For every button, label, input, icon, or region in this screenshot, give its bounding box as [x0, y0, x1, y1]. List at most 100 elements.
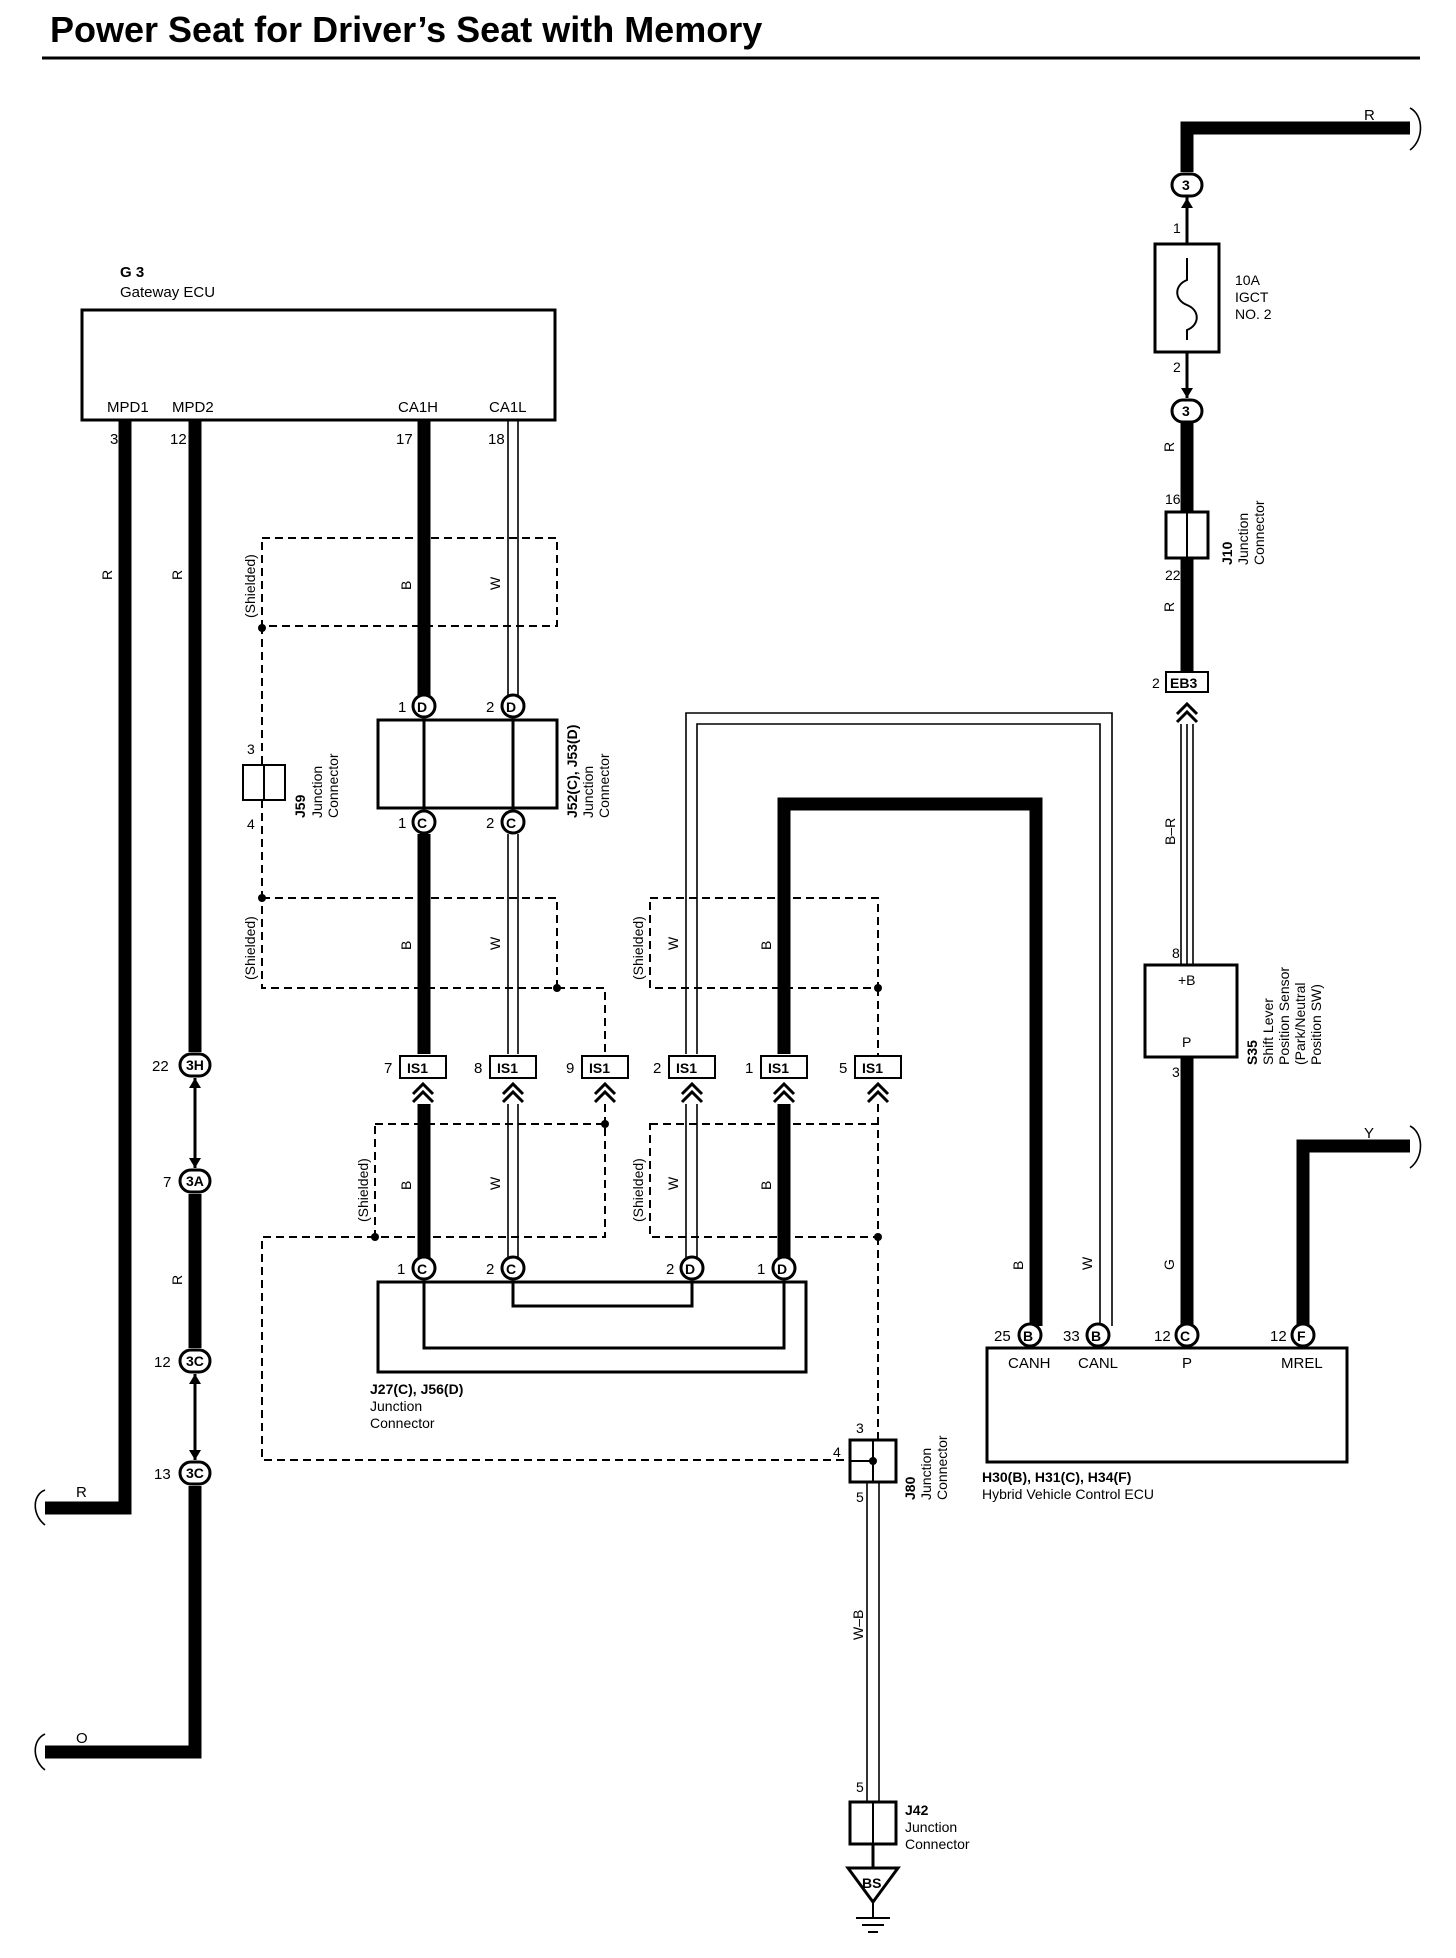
is1-connector-2: IS1 2 — [653, 1055, 716, 1104]
shield-4 — [374, 1123, 606, 1238]
fuse-arrow-top — [1181, 198, 1193, 208]
wire-label-left-o: O — [76, 1730, 88, 1747]
is1-9-label: IS1 — [589, 1060, 610, 1076]
j27-bus-2 — [511, 1282, 694, 1308]
wire-break-supply-r — [1409, 107, 1422, 151]
wire-break-y — [1409, 1125, 1422, 1169]
wire-mpd2-bottom — [45, 1486, 202, 1759]
s35-l4: Position SW) — [1308, 984, 1324, 1065]
is1-7-label: IS1 — [407, 1060, 428, 1076]
fuse-element — [1176, 258, 1198, 340]
connector-3h-pin: 22 — [152, 1058, 169, 1075]
wire-label-is1-8: W — [487, 1176, 503, 1190]
gateway-pin-mpd2: MPD2 — [172, 399, 214, 416]
j52-code: J52(C), J53(D) — [564, 725, 580, 818]
fuse-connector-top-label: 3 — [1182, 177, 1190, 193]
eb3-label: EB3 — [1170, 675, 1197, 691]
s35-pin-top: 8 — [1172, 945, 1180, 961]
wire-label-mpd2-mid: R — [169, 1275, 185, 1285]
connector-3a-pin: 7 — [163, 1174, 171, 1191]
gateway-pinnum-ca1l: 18 — [488, 431, 505, 448]
shield-dot-5 — [601, 1120, 609, 1128]
j52-top-num-2: 2 — [486, 699, 494, 716]
j10-l2: Connector — [1251, 500, 1267, 565]
j27-pin-2d: D 2 — [666, 1255, 705, 1281]
j27-num-1: 1 — [397, 1261, 405, 1278]
j27-num-2: 2 — [486, 1261, 494, 1278]
hv-pin-mrel: F 12 — [1270, 1322, 1316, 1348]
hv-pin-canh-letter: B — [1023, 1328, 1033, 1344]
hv-pin-canh-num: 25 — [994, 1328, 1011, 1345]
connector-3h-label: 3H — [186, 1057, 204, 1073]
is1-5-label: IS1 — [862, 1060, 883, 1076]
wire-break-left-o — [34, 1733, 46, 1771]
j52-top-letter-2: D — [506, 699, 516, 715]
j27-code: J27(C), J56(D) — [370, 1381, 463, 1397]
shield-dot-4 — [874, 984, 882, 992]
is1-2-label: IS1 — [676, 1060, 697, 1076]
shield-drain-main — [261, 1236, 850, 1461]
is1-8-label: IS1 — [497, 1060, 518, 1076]
j52-bottom-num-2: 2 — [486, 815, 494, 832]
j59-pin-top: 3 — [247, 741, 255, 757]
fuse-pin-bottom: 2 — [1173, 359, 1181, 375]
shield-2 — [261, 897, 558, 989]
j42-code: J42 — [905, 1802, 929, 1818]
hv-pin-canh: B 25 — [994, 1322, 1043, 1348]
gateway-pin-ca1h: CA1H — [398, 399, 438, 416]
gateway-pinnum-ca1h: 17 — [396, 431, 413, 448]
wire-supply-r — [1180, 121, 1410, 172]
j52-bottom-letter-1: C — [417, 815, 427, 831]
wire-label-is1-2: W — [665, 1176, 681, 1190]
hv-pin-canh-name: CANH — [1008, 1355, 1051, 1372]
wire-label-is1-7: B — [398, 1181, 414, 1190]
j27-pin-2c: C 2 — [486, 1255, 526, 1281]
wire-label-ca1l-top: W — [487, 576, 503, 590]
hv-pin-mrel-num: 12 — [1270, 1328, 1287, 1345]
arrows-3h-3a — [189, 1078, 201, 1168]
shield-1-label: (Shielded) — [242, 554, 258, 618]
j52-box — [376, 718, 559, 810]
j59-code: J59 — [292, 794, 308, 818]
j27-num-3: 2 — [666, 1261, 674, 1278]
hv-ecu-name: Hybrid Vehicle Control ECU — [982, 1486, 1154, 1502]
s35-l3: (Park/Neutral — [1292, 983, 1308, 1065]
fuse-pin-top: 1 — [1173, 220, 1181, 236]
j80-pin-bottom: 5 — [856, 1489, 864, 1505]
wire-label-w-right: W — [665, 936, 681, 950]
j52-top-num-1: 1 — [398, 699, 406, 716]
gateway-pin-ca1l: CA1L — [489, 399, 527, 416]
diagram-title: Power Seat for Driver’s Seat with Memory — [50, 9, 762, 50]
j10-l1: Junction — [1235, 513, 1251, 565]
shield-3-label: (Shielded) — [630, 916, 646, 980]
wire-label-br: B–R — [1162, 818, 1178, 845]
j27-l2: Connector — [370, 1415, 435, 1431]
fuse-name2: NO. 2 — [1235, 306, 1272, 322]
j27-pin-1c: C 1 — [397, 1255, 437, 1281]
wire-label-mpd2: R — [169, 570, 185, 580]
j27-box — [376, 1280, 808, 1374]
connector-3a: 3A 7 — [163, 1168, 212, 1194]
wire-label-canh: B — [1010, 1261, 1026, 1270]
j42-l1: Junction — [905, 1819, 957, 1835]
j27-letter-2: C — [506, 1261, 516, 1277]
j10-code: J10 — [1219, 541, 1235, 565]
connector-3c-lower-pin: 13 — [154, 1466, 171, 1483]
eb3-chevron — [1175, 701, 1199, 724]
is1-connector-8: IS1 8 — [474, 1055, 537, 1104]
is1-9-pin: 9 — [566, 1060, 574, 1077]
gateway-pin-mpd1: MPD1 — [107, 399, 149, 416]
is1-connector-9: IS1 9 — [566, 1055, 629, 1104]
connector-3c-lower-label: 3C — [186, 1465, 204, 1481]
wire-label-g: G — [1161, 1259, 1177, 1270]
j52-bottom-letter-2: C — [506, 815, 516, 831]
s35-pin-b: +B — [1178, 972, 1196, 988]
shield-2-drain — [557, 987, 606, 1055]
hv-pin-p: C 12 — [1154, 1322, 1200, 1348]
connector-3c-upper-label: 3C — [186, 1353, 204, 1369]
is1-7-pin: 7 — [384, 1060, 392, 1077]
is1-connector-1: IS1 1 — [745, 1055, 808, 1104]
wire-break-left-r — [34, 1489, 46, 1526]
shield-2-label: (Shielded) — [242, 916, 258, 980]
wire-label-ca1h-top: B — [398, 581, 414, 590]
